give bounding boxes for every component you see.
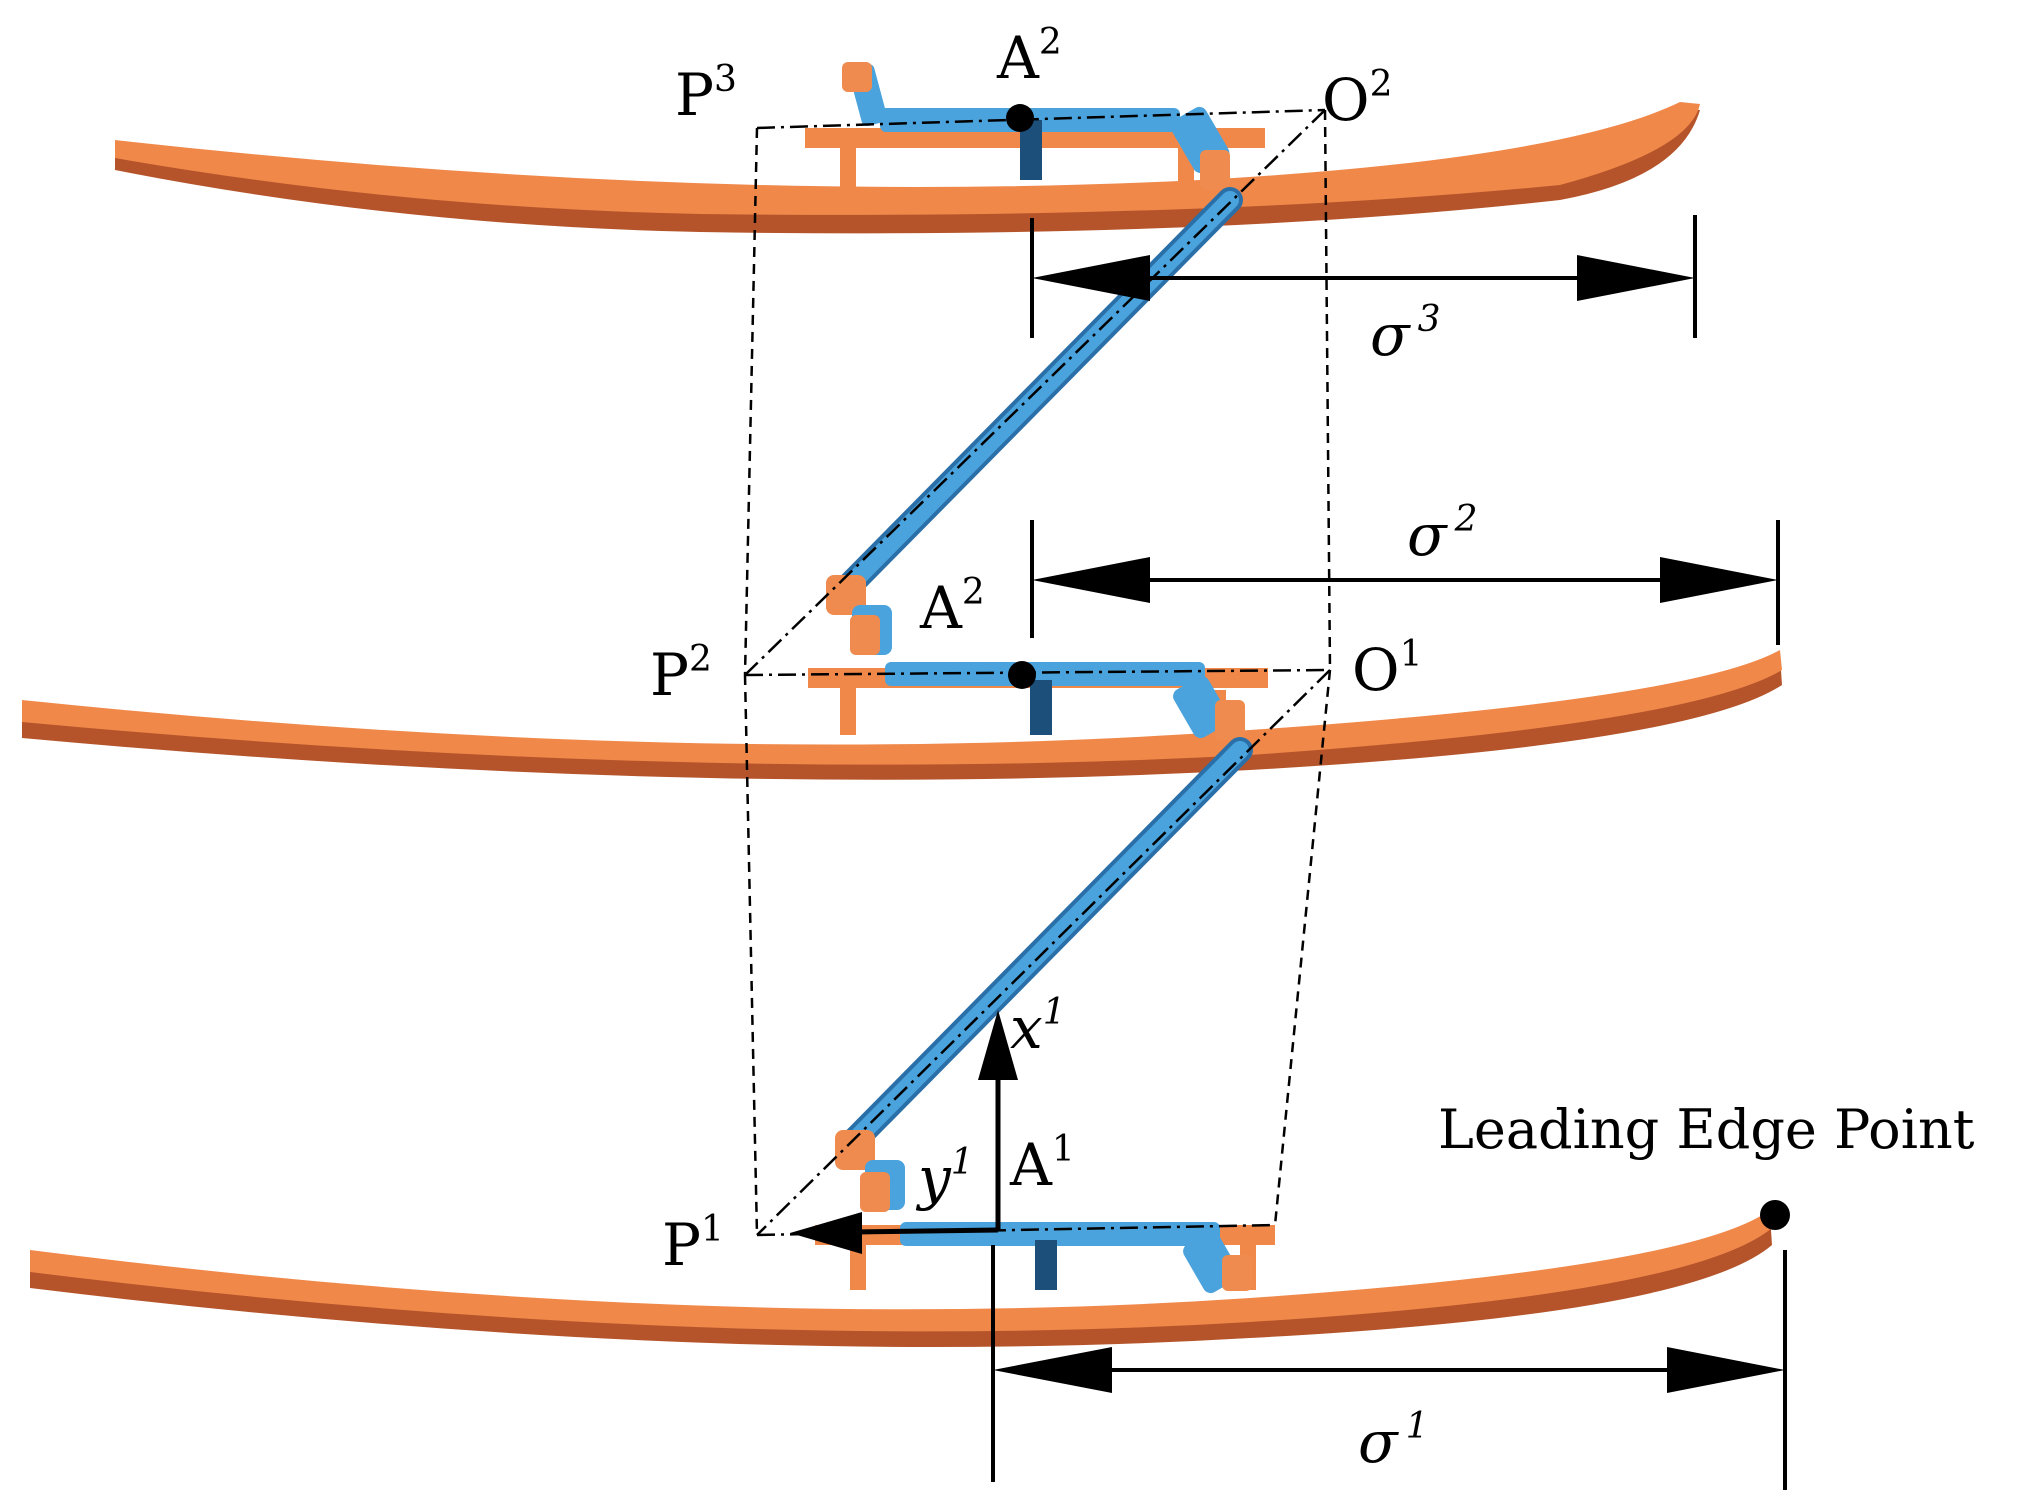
blade-middle [22, 650, 1782, 780]
axis-x1 [978, 1010, 1018, 1230]
dimension-sigma2 [1030, 520, 1780, 645]
dimension-sigma1 [991, 1245, 1787, 1490]
label-o1: O1 [1352, 634, 1422, 704]
label-o2: O2 [1322, 64, 1392, 134]
arm-upper [826, 187, 1243, 655]
point-a2-top [1006, 104, 1034, 132]
blade-bottom [30, 1210, 1772, 1347]
label-a1: A1 [1009, 1129, 1075, 1199]
label-a2-top: A2 [996, 22, 1062, 92]
label-leading-edge-point: Leading Edge Point [1438, 1098, 1975, 1161]
blade-top [115, 102, 1700, 234]
label-p1: P1 [662, 1209, 724, 1279]
frame-lines [743, 108, 1332, 1237]
label-y1: y1 [915, 1142, 974, 1212]
label-x1: x1 [1010, 992, 1066, 1062]
label-p2: P2 [650, 639, 712, 709]
robot-middle [808, 662, 1268, 740]
label-p3: P3 [675, 59, 737, 129]
axis-y1 [790, 1212, 999, 1254]
label-a2-mid: A2 [919, 572, 985, 642]
robot-top [805, 62, 1265, 190]
point-a2-mid [1008, 661, 1036, 689]
dimension-sigma3 [1030, 215, 1697, 338]
point-leading-edge [1760, 1200, 1790, 1230]
